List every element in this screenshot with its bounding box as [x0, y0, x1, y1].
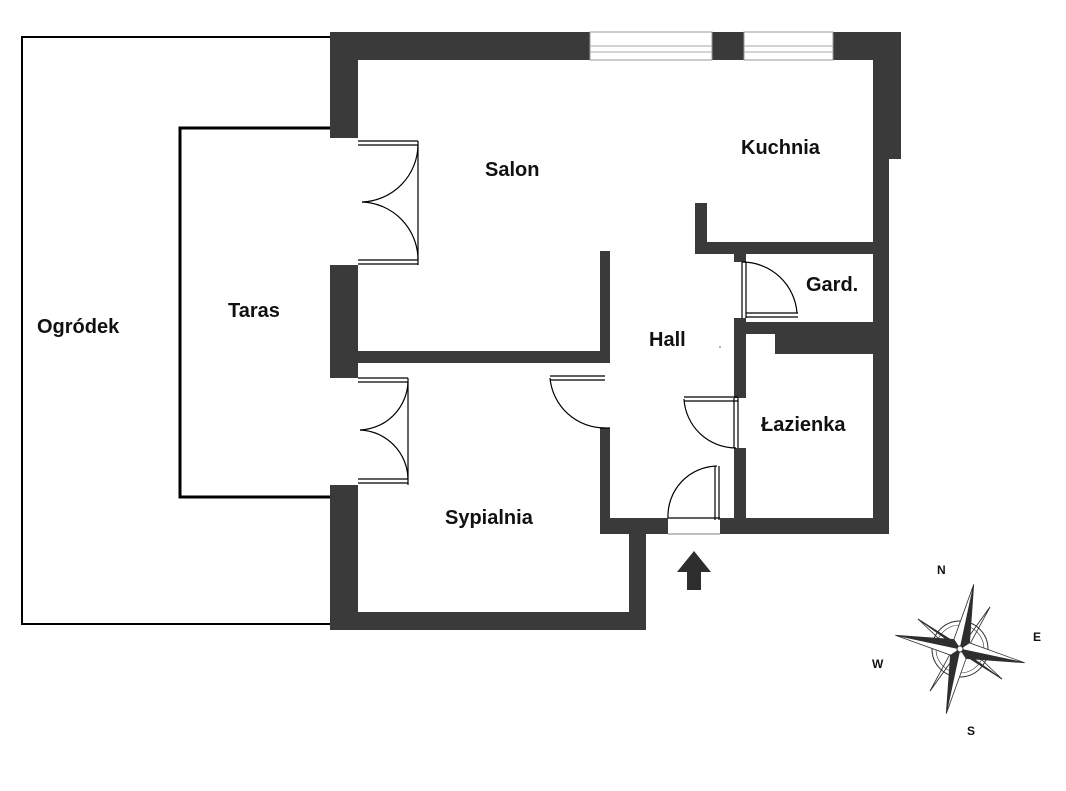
door-entrance: [667, 465, 720, 535]
wall-bathroom-top: [775, 334, 876, 354]
wall-right-upper: [873, 32, 901, 159]
room-label-ogrodek: Ogródek: [37, 316, 120, 338]
windows: [589, 31, 834, 61]
compass-north-label: N: [937, 563, 946, 577]
wall-hall-left-lower: [600, 428, 610, 534]
room-label-kuchnia: Kuchnia: [741, 137, 821, 159]
doors: [358, 140, 798, 535]
door-bedroom-hall: [549, 375, 610, 429]
wall-bedroom-step: [629, 518, 646, 630]
wall-kitchen-stub: [695, 203, 707, 253]
interior-walls: [358, 203, 877, 534]
wall-left-bottom: [330, 485, 358, 630]
entrance-arrow-icon: [677, 551, 711, 590]
door-bathroom: [683, 396, 739, 449]
wall-salon-bedroom: [358, 351, 610, 363]
wall-bottom-right: [720, 518, 889, 534]
wall-wardrobe-left-lower: [734, 318, 746, 398]
wall-top-pier: [712, 32, 744, 60]
garden-outline: [21, 36, 330, 625]
door-wardrobe: [741, 261, 798, 318]
wall-bottom-bedroom: [330, 612, 646, 630]
walls: [330, 32, 901, 630]
compass-south-label: S: [967, 724, 975, 738]
room-label-lazienka: Łazienka: [761, 414, 846, 436]
compass-west-label: W: [872, 657, 884, 671]
wall-hall-left-upper: [600, 251, 610, 363]
door-salon-terrace: [358, 140, 419, 265]
wall-top-left: [330, 32, 590, 60]
room-label-taras: Taras: [228, 300, 280, 322]
room-label-sypialnia: Sypialnia: [445, 507, 534, 529]
room-label-hall: Hall: [649, 329, 686, 351]
wall-wardrobe-bottom: [746, 322, 876, 334]
wall-left-mid: [330, 265, 358, 378]
compass-east-label: E: [1033, 630, 1041, 644]
door-bedroom-terrace: [358, 377, 409, 485]
terrace-outline: [178, 126, 330, 499]
wall-left-top: [330, 32, 358, 138]
wall-bathroom-left-lower: [734, 448, 746, 532]
wall-kitchen-hall: [695, 242, 877, 254]
room-label-salon: Salon: [485, 159, 539, 181]
wall-wardrobe-left: [734, 254, 746, 262]
room-label-gard: Gard.: [806, 274, 858, 296]
compass-rose-icon: [895, 584, 1025, 714]
